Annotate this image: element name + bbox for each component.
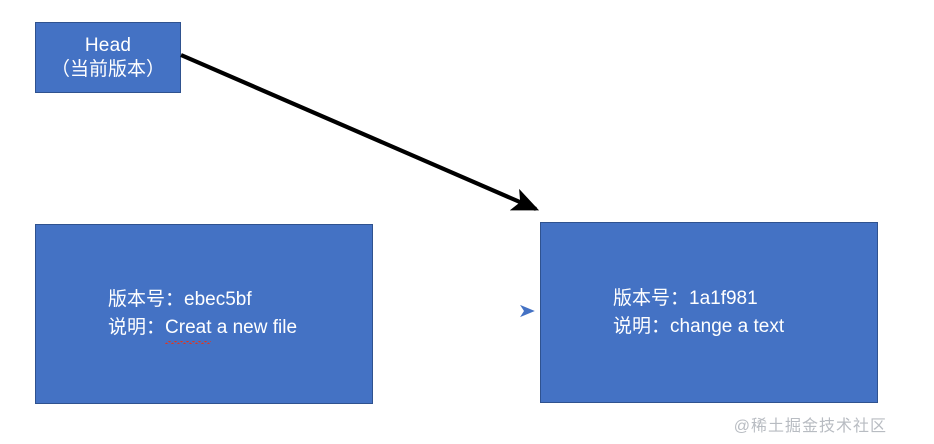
commit-box-left[interactable]: 版本号：ebec5bf 说明：Creat a new file bbox=[35, 224, 373, 404]
commit-left-version-label: 版本号： bbox=[108, 289, 185, 311]
head-node-label-en: Head bbox=[84, 35, 132, 57]
commit-right-text: 版本号：1a1f981 说明：change a text bbox=[541, 285, 877, 340]
commit-box-right[interactable]: 版本号：1a1f981 说明：change a text bbox=[540, 222, 878, 403]
commit-right-message-label: 说明： bbox=[613, 315, 671, 337]
watermark-text: @稀土掘金技术社区 bbox=[733, 418, 887, 435]
commit-left-text: 版本号：ebec5bf 说明：Creat a new file bbox=[36, 286, 372, 344]
head-node-label-cn: （当前版本） bbox=[50, 58, 165, 80]
commit-left-message-line: 说明：Creat a new file bbox=[108, 314, 372, 344]
commit-left-message-label: 说明： bbox=[108, 317, 166, 338]
commit-right-version-line: 版本号：1a1f981 bbox=[613, 285, 877, 313]
commit-left-version-value: ebec5bf bbox=[184, 289, 252, 311]
commit-right-version-value: 1a1f981 bbox=[689, 287, 758, 309]
head-pointer-arrow bbox=[180, 53, 540, 211]
head-node-box[interactable]: Head （当前版本） bbox=[35, 22, 181, 93]
commit-right-message-value: change a text bbox=[670, 315, 785, 337]
commit-left-version-line: 版本号：ebec5bf bbox=[108, 286, 372, 314]
commit-right-message-line: 说明：change a text bbox=[613, 313, 877, 341]
commit-left-message-rest: a new file bbox=[211, 317, 298, 338]
commit-left-message-misspelled-word: Creat bbox=[165, 314, 212, 344]
commit-right-version-label: 版本号： bbox=[613, 287, 690, 309]
